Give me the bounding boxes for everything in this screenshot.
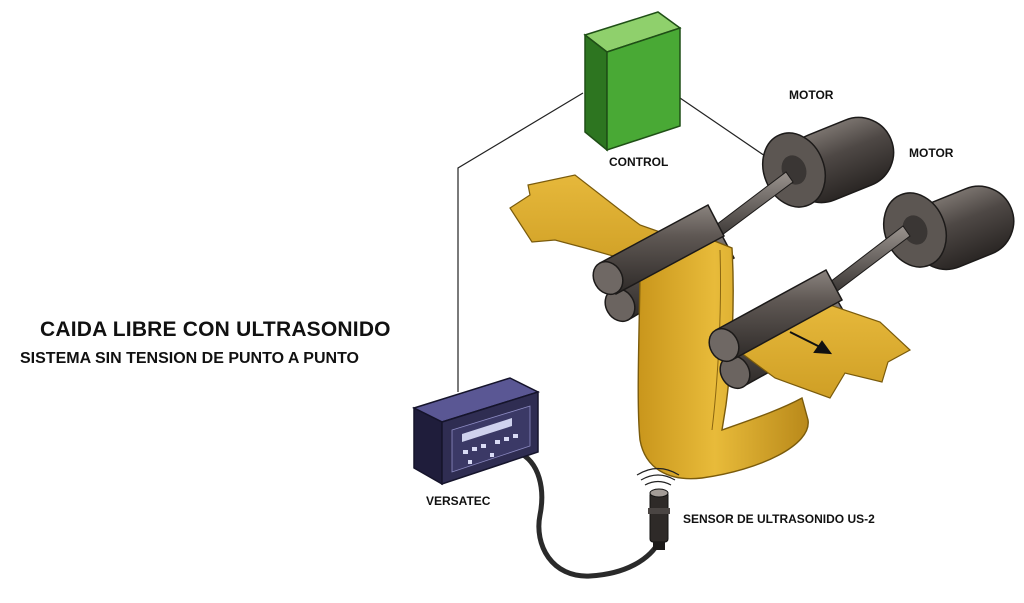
wire-control-to-versatec bbox=[457, 92, 584, 392]
motor-1-shaft bbox=[711, 171, 794, 239]
sensor-cable bbox=[515, 449, 663, 579]
diagram-subtitle: SISTEMA SIN TENSION DE PUNTO A PUNTO bbox=[20, 350, 359, 367]
roller-2-front bbox=[708, 268, 844, 363]
label-sensor: SENSOR DE ULTRASONIDO US-2 bbox=[683, 512, 875, 526]
roller-1-front bbox=[592, 203, 726, 296]
ultrasonic-sensor bbox=[636, 467, 680, 550]
label-control: CONTROL bbox=[609, 155, 669, 169]
direction-arrow bbox=[789, 331, 833, 355]
diagram-title: CAIDA LIBRE CON ULTRASONIDO bbox=[40, 318, 391, 341]
label-versatec: VERSATEC bbox=[426, 494, 491, 508]
motor-2-shaft bbox=[829, 225, 911, 293]
label-motor-2: MOTOR bbox=[909, 146, 954, 160]
label-motor-1: MOTOR bbox=[789, 88, 834, 102]
versatec-controller bbox=[412, 377, 540, 486]
wire-control-to-motor bbox=[679, 97, 769, 159]
control-box bbox=[583, 11, 682, 152]
motor-2 bbox=[883, 185, 1015, 271]
motor-1 bbox=[762, 116, 895, 208]
wiring bbox=[457, 92, 769, 579]
